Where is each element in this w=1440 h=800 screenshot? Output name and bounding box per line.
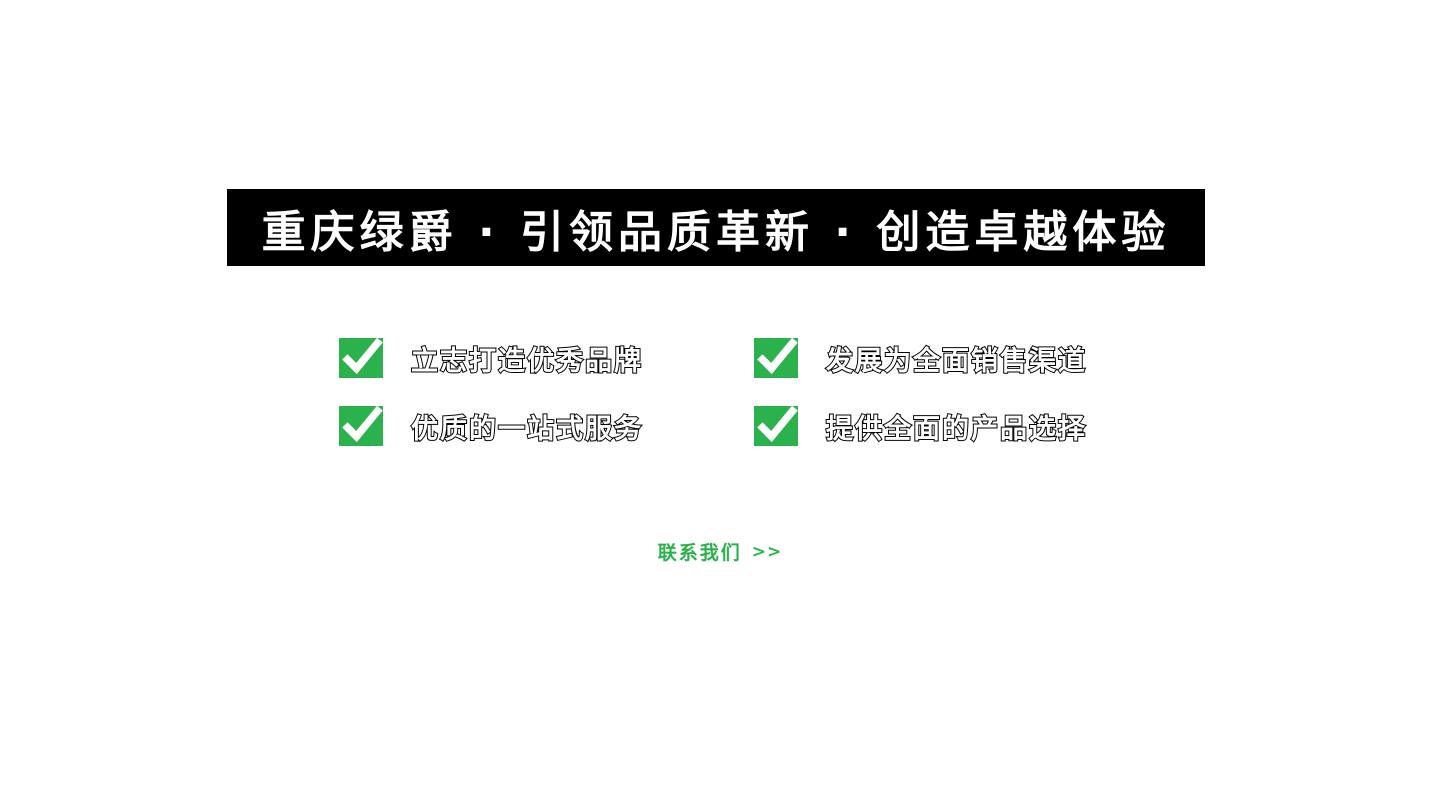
feature-label: 优质的一站式服务 bbox=[410, 413, 643, 446]
contact-us-label: 联系我们 bbox=[657, 542, 742, 564]
feature-label: 立志打造优秀品牌 bbox=[410, 345, 643, 378]
feature-label: 提供全面的产品选择 bbox=[825, 413, 1087, 446]
feature-item-one-stop-service: 优质的一站式服务 bbox=[339, 404, 754, 448]
feature-item-sales-channel: 发展为全面销售渠道 bbox=[754, 336, 1169, 380]
feature-grid: 立志打造优秀品牌 发展为全面销售渠道 优质的一站式服务 提供全面的产品选择 bbox=[339, 336, 1119, 448]
contact-us-link[interactable]: 联系我们 >> bbox=[658, 538, 783, 565]
page-title: 重庆绿爵 · 引领品质革新 · 创造卓越体验 bbox=[261, 206, 1171, 258]
checkmark-icon bbox=[339, 405, 383, 446]
feature-label: 发展为全面销售渠道 bbox=[825, 345, 1087, 378]
feature-item-product-selection: 提供全面的产品选择 bbox=[754, 404, 1169, 448]
contact-section: 联系我们 >> bbox=[0, 538, 1440, 565]
feature-item-brand: 立志打造优秀品牌 bbox=[339, 336, 754, 380]
checkmark-icon bbox=[339, 337, 383, 378]
checkmark-icon bbox=[754, 405, 798, 446]
headline-banner: 重庆绿爵 · 引领品质革新 · 创造卓越体验 bbox=[227, 189, 1205, 266]
double-chevron-right-icon: >> bbox=[751, 541, 783, 562]
checkmark-icon bbox=[754, 337, 798, 378]
